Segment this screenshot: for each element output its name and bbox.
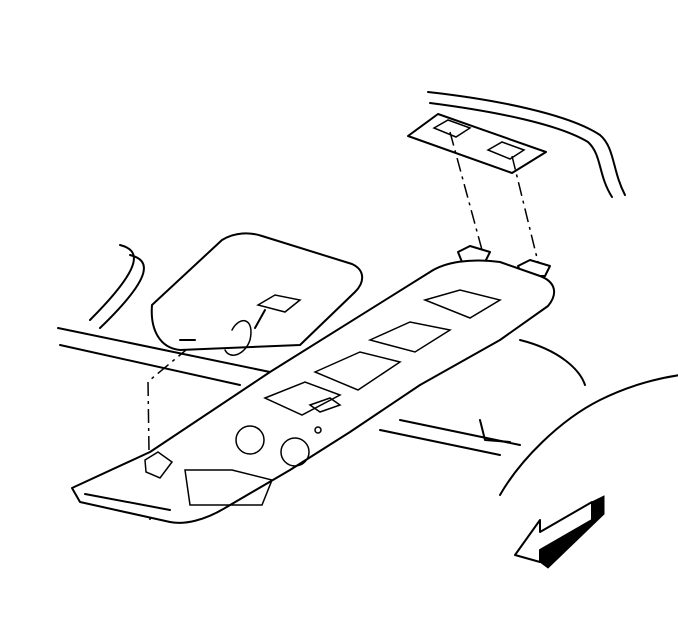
front-direction-arrow-icon bbox=[514, 495, 605, 569]
reading-lamp-right bbox=[280, 437, 310, 467]
mounting-bracket bbox=[407, 113, 547, 174]
reading-lamp-left bbox=[235, 425, 265, 455]
roof-edge bbox=[427, 91, 626, 198]
connector bbox=[144, 451, 174, 479]
headliner-lines bbox=[57, 244, 678, 496]
overhead-module bbox=[150, 232, 364, 356]
console-lens bbox=[184, 469, 274, 506]
overhead-console bbox=[71, 259, 556, 524]
